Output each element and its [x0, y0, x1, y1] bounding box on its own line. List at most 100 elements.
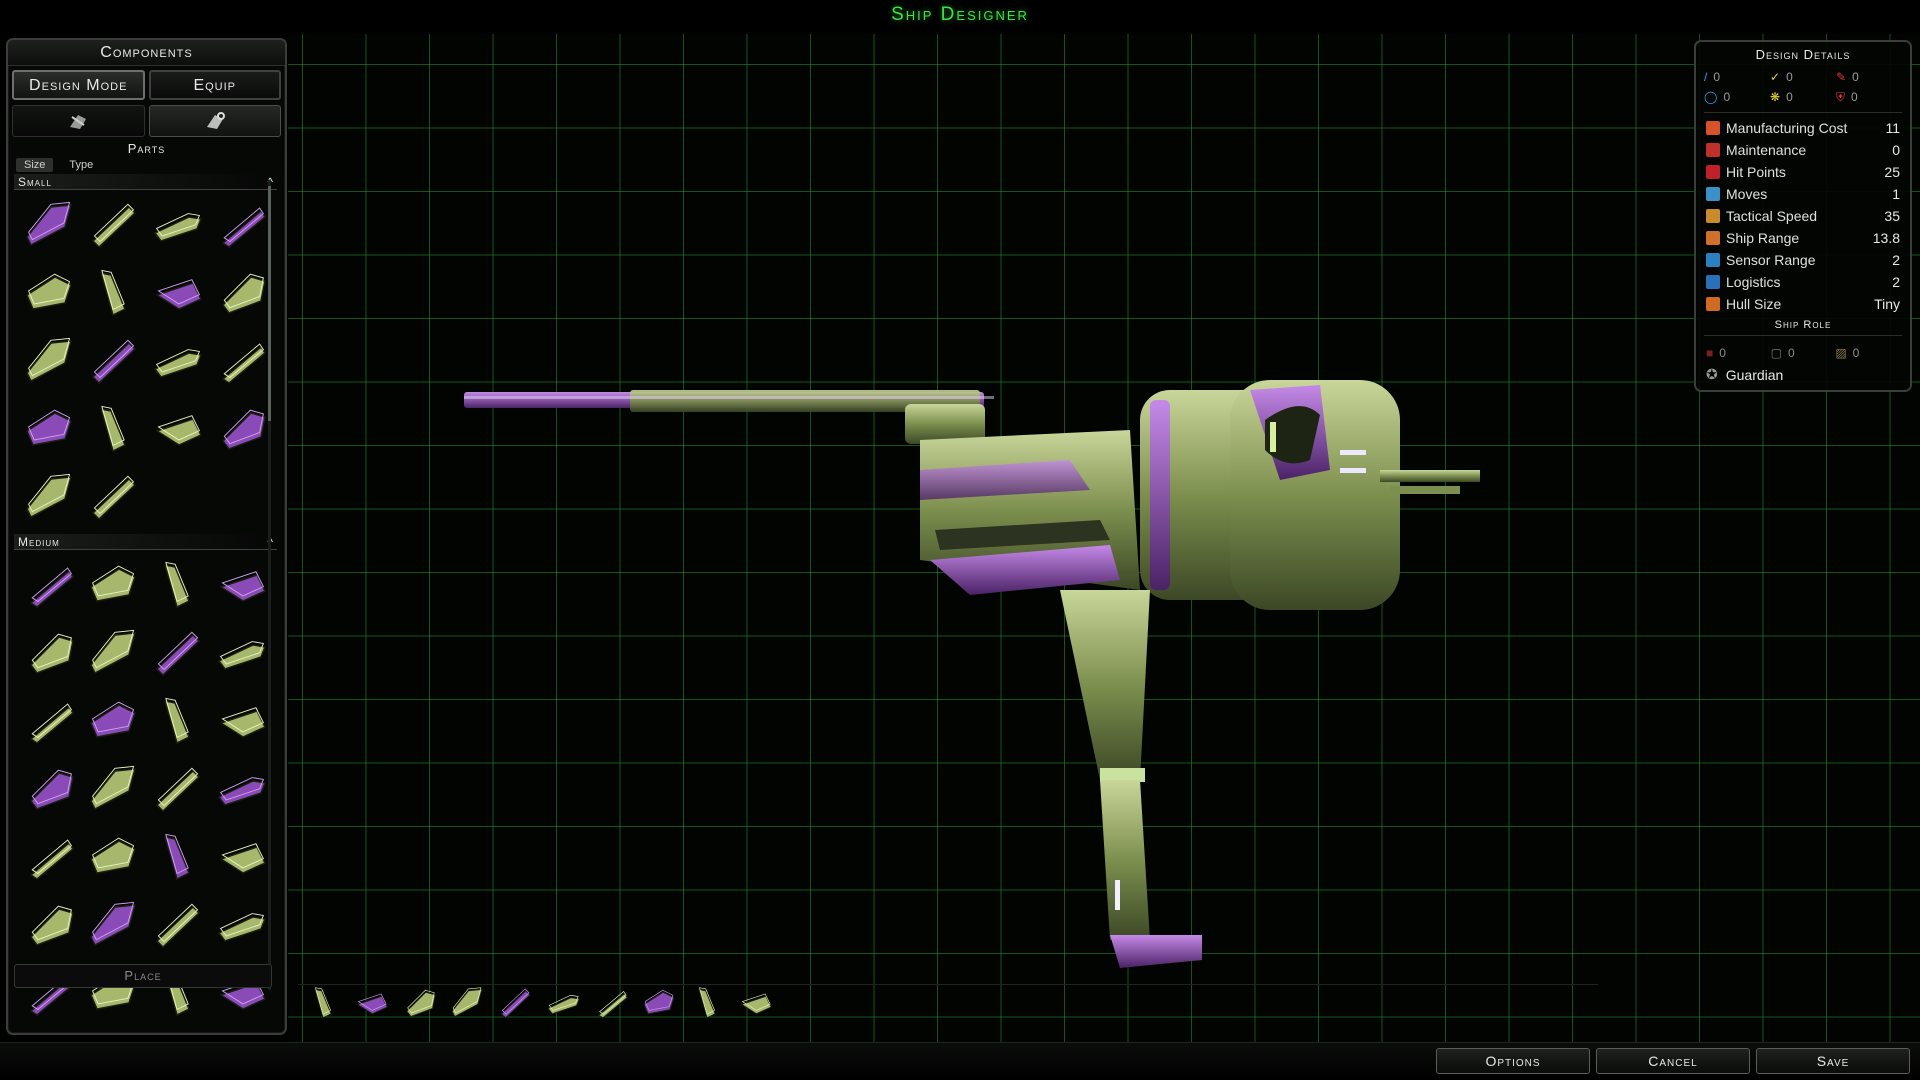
part-thumbnail[interactable]: [18, 396, 80, 462]
part-thumbnail[interactable]: [210, 824, 272, 890]
part-thumbnail[interactable]: [146, 552, 208, 618]
section-title: Medium: [18, 534, 60, 549]
part-thumbnail[interactable]: [18, 260, 80, 326]
part-icon: [163, 833, 190, 881]
part-thumbnail[interactable]: [146, 824, 208, 890]
cancel-button[interactable]: Cancel: [1596, 1048, 1750, 1074]
armor-defense-icon: ⛨: [1836, 89, 1846, 104]
part-thumbnail[interactable]: [210, 892, 272, 958]
part-thumbnail[interactable]: [146, 260, 208, 326]
part-thumbnail[interactable]: [146, 192, 208, 258]
sort-type-button[interactable]: Type: [69, 159, 94, 171]
part-icon: [356, 993, 388, 1015]
part-icon: [314, 987, 332, 1019]
parts-scroll-thumb[interactable]: [268, 186, 271, 421]
part-thumbnail[interactable]: [210, 396, 272, 462]
part-thumbnail[interactable]: [82, 328, 144, 394]
part-icon: [26, 273, 72, 310]
section-small-header[interactable]: Small ^: [14, 174, 277, 190]
tray-part[interactable]: [736, 984, 774, 1027]
part-icon: [90, 701, 136, 738]
part-thumbnail[interactable]: [210, 620, 272, 686]
ship-model[interactable]: [450, 360, 1500, 980]
hull-parts-tab[interactable]: [12, 105, 145, 137]
part-icon: [217, 777, 267, 806]
tray-part[interactable]: [496, 984, 534, 1027]
stat-value: 2: [1892, 252, 1900, 268]
weapon-defense-stats: /0 ✓0 ✎0 ◯0 ❋0 ⛨0: [1696, 66, 1910, 108]
design-mode-button[interactable]: Design Mode: [12, 70, 145, 100]
stat-value: 35: [1884, 208, 1900, 224]
part-thumbnail[interactable]: [18, 192, 80, 258]
design-details-panel: Design Details /0 ✓0 ✎0 ◯0 ❋0 ⛨0 Manufac…: [1694, 40, 1912, 392]
tray-part[interactable]: [352, 984, 390, 1027]
part-icon: [155, 631, 201, 677]
part-thumbnail[interactable]: [146, 756, 208, 822]
tray-part[interactable]: [688, 984, 726, 1027]
part-thumbnail[interactable]: [210, 260, 272, 326]
part-thumbnail[interactable]: [146, 620, 208, 686]
part-thumbnail[interactable]: [18, 464, 80, 530]
shield-defense-stat: ◯0: [1704, 88, 1770, 106]
part-thumbnail[interactable]: [210, 192, 272, 258]
stat-value: 11: [1885, 120, 1900, 136]
wrench-parts-tab[interactable]: [148, 105, 281, 137]
part-thumbnail[interactable]: [146, 688, 208, 754]
part-thumbnail[interactable]: [146, 328, 208, 394]
part-thumbnail[interactable]: [18, 620, 80, 686]
part-thumbnail[interactable]: [18, 892, 80, 958]
kinetic-weapon-icon: ✎: [1836, 70, 1847, 84]
ship-role-value: Guardian: [1725, 366, 1784, 383]
part-thumbnail[interactable]: [82, 892, 144, 958]
components-header: Components: [8, 40, 285, 66]
part-thumbnail[interactable]: [82, 552, 144, 618]
section-title: Small: [18, 174, 52, 189]
section-medium-header[interactable]: Medium ^: [14, 534, 277, 550]
stat-label: Logistics: [1726, 274, 1781, 290]
save-button[interactable]: Save: [1756, 1048, 1910, 1074]
tray-part[interactable]: [304, 984, 342, 1027]
part-icon: [26, 201, 73, 247]
part-thumbnail[interactable]: [18, 824, 80, 890]
part-icon: [163, 697, 190, 745]
part-thumbnail[interactable]: [82, 620, 144, 686]
part-thumbnail[interactable]: [210, 688, 272, 754]
part-thumbnail[interactable]: [18, 552, 80, 618]
part-icon: [597, 991, 628, 1019]
part-thumbnail[interactable]: [210, 552, 272, 618]
part-thumbnail[interactable]: [82, 688, 144, 754]
sort-size-button[interactable]: Size: [16, 158, 54, 172]
equip-button[interactable]: Equip: [148, 70, 281, 100]
part-thumbnail[interactable]: [210, 756, 272, 822]
stat-label: Sensor Range: [1726, 252, 1816, 268]
part-thumbnail[interactable]: [82, 260, 144, 326]
part-thumbnail[interactable]: [146, 396, 208, 462]
part-thumbnail[interactable]: [210, 328, 272, 394]
part-thumbnail[interactable]: [18, 688, 80, 754]
place-button[interactable]: Place: [14, 964, 272, 988]
part-thumbnail[interactable]: [18, 756, 80, 822]
wrench-parts-icon: [206, 112, 225, 129]
options-button[interactable]: Options: [1436, 1048, 1590, 1074]
part-thumbnail[interactable]: [18, 328, 80, 394]
tray-part[interactable]: [448, 984, 486, 1027]
part-thumbnail[interactable]: [82, 824, 144, 890]
part-icon: [219, 843, 267, 874]
stat-value: 2: [1892, 274, 1900, 290]
stat-icon: [1706, 297, 1720, 311]
parts-scrollbar[interactable]: [268, 180, 271, 990]
tray-part[interactable]: [592, 984, 630, 1027]
part-thumbnail[interactable]: [82, 464, 144, 530]
part-thumbnail[interactable]: [82, 756, 144, 822]
part-thumbnail[interactable]: [82, 396, 144, 462]
part-thumbnail[interactable]: [146, 892, 208, 958]
part-thumbnail[interactable]: [82, 192, 144, 258]
tray-part[interactable]: [544, 984, 582, 1027]
part-icon: [155, 415, 203, 446]
tray-part[interactable]: [400, 984, 438, 1027]
tray-part[interactable]: [640, 984, 678, 1027]
